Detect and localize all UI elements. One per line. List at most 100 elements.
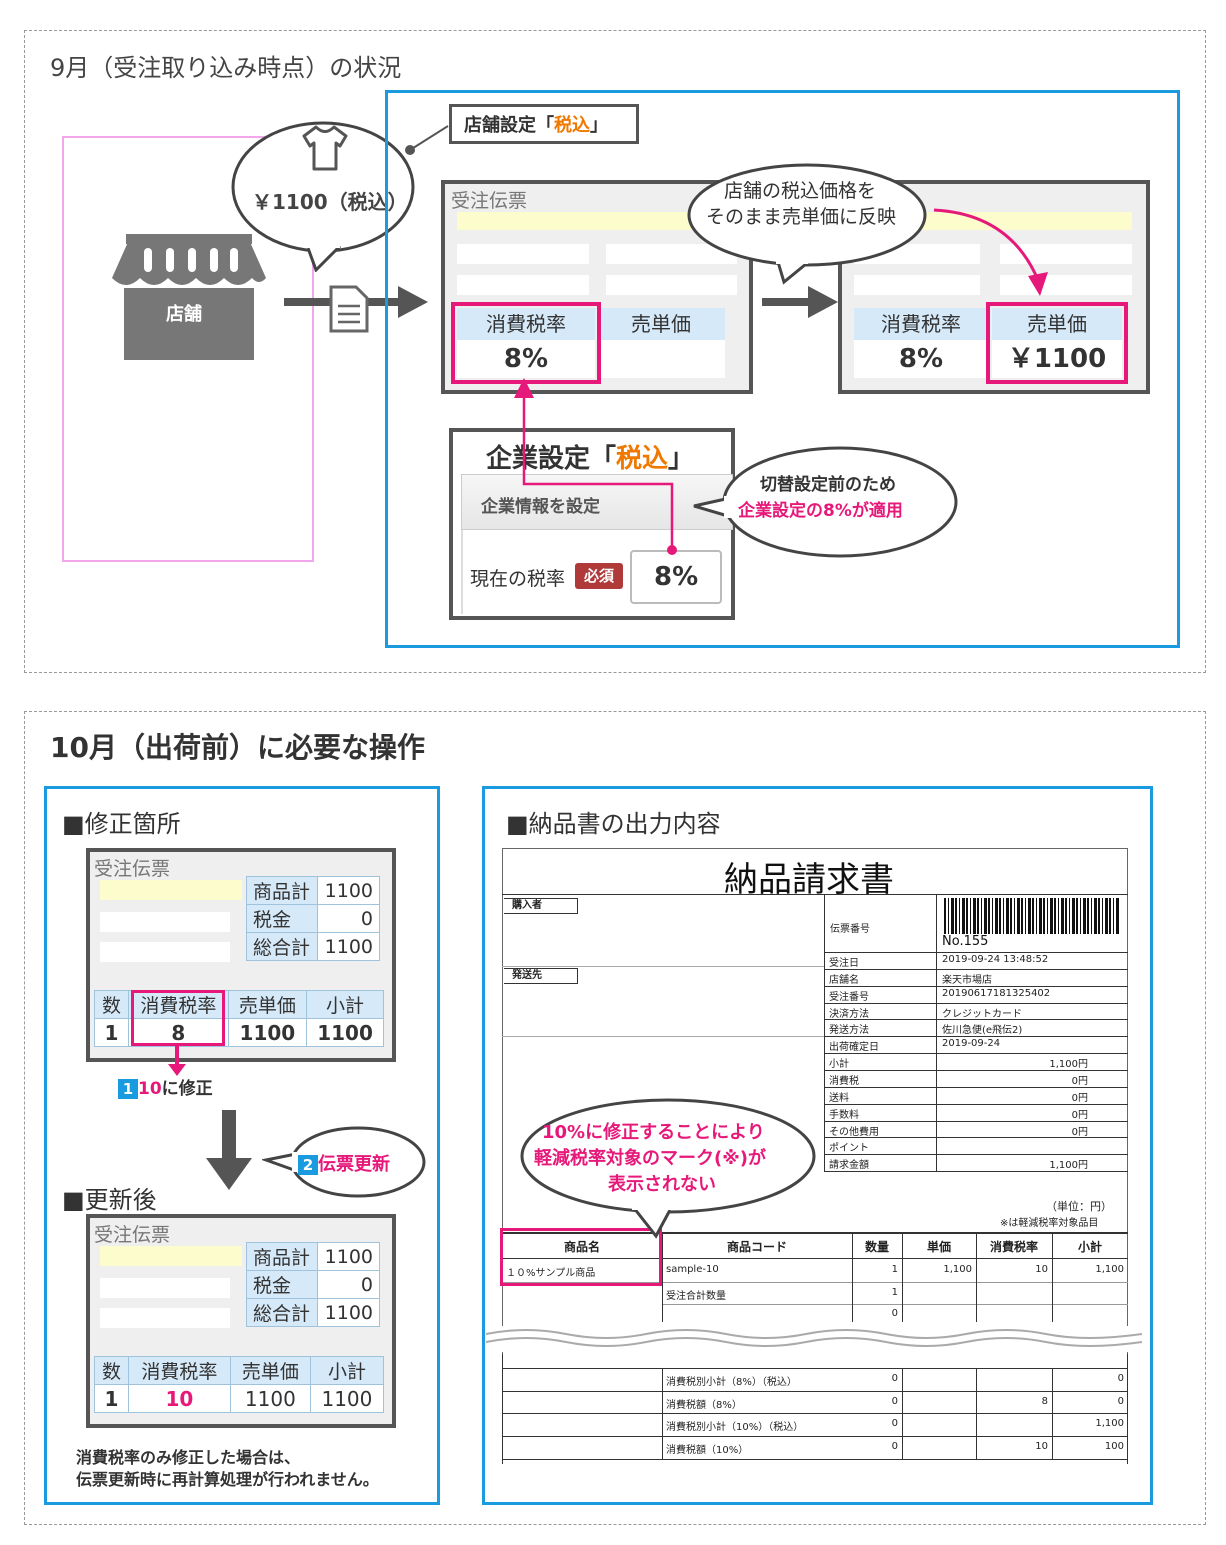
invoice-line	[502, 1458, 1128, 1460]
shop-frame	[62, 136, 314, 562]
line-header-unit-price: 売単価	[227, 990, 308, 1019]
info-label: 受注番号	[829, 991, 869, 1003]
tax-row-amount: 0	[1117, 1395, 1124, 1407]
invoice-line	[824, 1086, 1128, 1088]
info-value: クレジットカード	[942, 1008, 1022, 1020]
sum-value: 0	[316, 1270, 381, 1299]
invoice-line	[502, 1036, 824, 1037]
order-field	[606, 244, 737, 264]
invoice-line	[824, 952, 1128, 953]
item-header: 消費税率	[989, 1240, 1038, 1254]
flow-arrow-2	[762, 298, 812, 306]
unit-note: （単位：円）	[1046, 1200, 1112, 1213]
invoice-line	[936, 894, 937, 1172]
item-header: 小計	[1077, 1240, 1102, 1254]
item-header: 商品コード	[726, 1240, 787, 1254]
invoice-line	[1052, 1368, 1053, 1459]
tax-row-label: 消費税別小計（8%）（税込）	[666, 1377, 797, 1388]
line-unit-price: 1100	[229, 1384, 311, 1413]
invoice-line	[502, 1258, 1128, 1259]
product-name-highlight	[500, 1228, 662, 1286]
unit-price-header: 売単価	[992, 308, 1122, 340]
invoice-line	[824, 1154, 1128, 1156]
tax-rate-header: 消費税率	[854, 308, 988, 340]
fix-window-before-title: 受注伝票	[94, 858, 171, 880]
sum-label: 商品計	[246, 876, 318, 905]
item-cell: 1,100	[943, 1264, 972, 1275]
fix-window-after-title: 受注伝票	[94, 1224, 171, 1246]
reflect-bubble-line1: 店舗の税込価格を	[724, 180, 877, 202]
store-setting-label: 店舗設定「税込」	[464, 115, 608, 136]
store-setting-leader	[405, 125, 449, 155]
tax-row-label: 消費税別小計（10%）（税込）	[666, 1422, 804, 1434]
info-value: 0円	[1071, 1075, 1088, 1087]
tax-row-amount: 100	[1104, 1441, 1124, 1453]
tax-row-label: 消費税額（8%）	[666, 1399, 742, 1411]
item-header: 商品名	[563, 1240, 600, 1254]
invoice-title: 納品請求書	[724, 860, 894, 900]
invoice-panel	[482, 786, 1153, 1505]
info-value: 0円	[1071, 1126, 1088, 1138]
current-rate-input[interactable]	[630, 550, 722, 604]
reflect-bubble-line2: そのまま売単価に反映	[706, 206, 897, 228]
invoice-bubble-line3: 表示されない	[608, 1174, 716, 1195]
system-frame	[385, 90, 1180, 648]
step2-badge: 2	[298, 1155, 318, 1175]
after-section-title: ■更新後	[62, 1186, 157, 1214]
invoice-line	[662, 1304, 1128, 1305]
item-header: 単価	[926, 1240, 951, 1254]
invoice-line	[1052, 1232, 1053, 1322]
invoice-line	[502, 1368, 1128, 1369]
order-window-before-title: 受注伝票	[451, 190, 528, 212]
tax-row-rate: 10	[1035, 1441, 1048, 1453]
buyer-label: 購入者	[504, 898, 578, 914]
sum-value: 1100	[316, 1242, 381, 1271]
line-header-unit-price: 売単価	[229, 1356, 311, 1385]
price-bubble-text: ￥1100（税込）	[252, 190, 408, 214]
barcode	[944, 898, 1120, 934]
reflect-arrow	[933, 208, 1048, 296]
invoice-bubble-shape	[520, 1098, 816, 1239]
total-qty-value: 1	[891, 1287, 898, 1298]
sum-label: 総合計	[246, 932, 318, 961]
info-value: 20190617181325402	[942, 987, 1051, 999]
update-down-arrow	[206, 1110, 252, 1190]
bottom-section-title: 10月（出荷前）に必要な操作	[50, 731, 425, 764]
unit-price-header: 売単価	[597, 308, 725, 340]
invoice-line	[824, 1019, 1128, 1021]
sum-label: 総合計	[246, 1298, 318, 1327]
total-qty-label: 受注合計数量	[666, 1291, 726, 1302]
sum-label: 税金	[246, 904, 318, 933]
invoice-line	[824, 1171, 1128, 1173]
tax-row-qty: 0	[891, 1395, 898, 1407]
line-header-qty: 数	[94, 990, 129, 1019]
invoice-line	[502, 1413, 1128, 1415]
current-rate-label: 現在の税率	[470, 568, 566, 590]
company-panel-header-text: 企業情報を設定	[481, 497, 600, 517]
flow-arrow-1-head	[398, 286, 428, 318]
invoice-line	[502, 966, 824, 967]
info-label: 小計	[829, 1059, 849, 1071]
fix-line-table-before: 数 消費税率 売単価 小計 1 8 1100 1100	[94, 990, 384, 1047]
fix-field	[100, 1308, 230, 1328]
sum-label: 税金	[246, 1270, 318, 1299]
invoice-line	[662, 1368, 663, 1459]
line-subtotal: 1100	[309, 1384, 385, 1413]
invoice-line	[824, 1069, 1128, 1071]
invoice-line	[502, 1436, 1128, 1438]
switch-bubble-shape	[693, 446, 958, 558]
invoice-line	[824, 1120, 1128, 1122]
invoice-line	[662, 1232, 663, 1322]
tax-row-amount: 1,100	[1095, 1418, 1124, 1430]
invoice-line	[824, 1036, 1128, 1038]
invoice-line	[502, 1232, 1128, 1234]
company-panel-body-edge	[461, 530, 463, 614]
tax-table-frame-right	[1127, 1354, 1128, 1464]
order-field	[854, 275, 980, 295]
info-label: 出荷確定日	[829, 1042, 879, 1054]
info-value: 1,100円	[1049, 1160, 1088, 1172]
company-setting-title: 企業設定「税込」	[486, 444, 695, 474]
invoice-line	[824, 1053, 1128, 1055]
line-header-subtotal: 小計	[309, 1356, 385, 1385]
